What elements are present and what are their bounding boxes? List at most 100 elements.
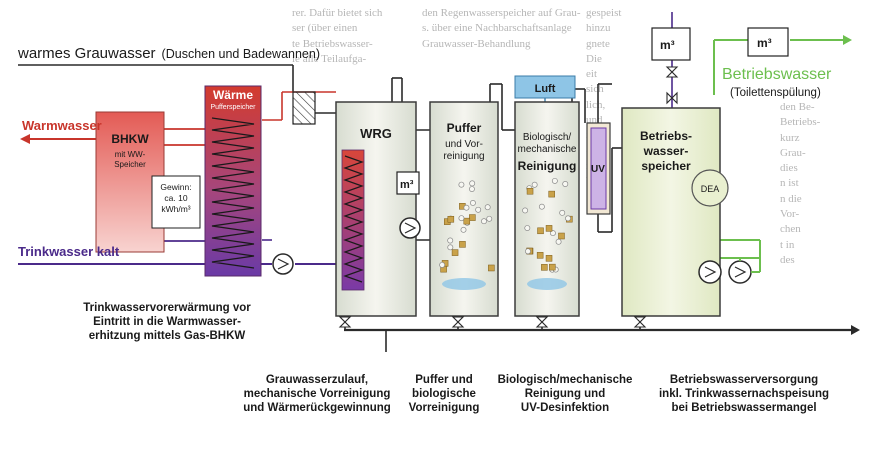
bubble <box>458 215 465 222</box>
bhkw-title: BHKW <box>111 132 149 146</box>
particle <box>545 255 553 262</box>
water-meter-icon <box>396 171 420 195</box>
arrow-icon <box>20 134 30 144</box>
heat-exchanger-coil-icon <box>211 117 255 269</box>
water-meter-icon <box>747 27 789 57</box>
betriebswasser-label: Betriebswasser <box>722 66 832 83</box>
text-line: Puffer und <box>415 374 473 386</box>
bubble <box>559 209 566 216</box>
bubble <box>551 177 558 184</box>
waerme-sub: Pufferspeicher <box>210 104 256 111</box>
pump-icon <box>272 253 294 275</box>
particle <box>558 232 565 240</box>
text-line: UV-Desinfektion <box>521 402 609 414</box>
particles <box>439 180 495 273</box>
uv-title: UV <box>591 164 605 175</box>
particle <box>549 263 556 271</box>
pump-icon <box>399 217 421 239</box>
bubble <box>562 181 569 187</box>
bubble <box>481 218 487 225</box>
text-line: mechanische Vorreinigung <box>244 388 391 400</box>
text-line: Reinigung und <box>525 388 605 400</box>
dea-unit <box>691 169 729 207</box>
text-line: Eintritt in die Warmwasser- <box>93 316 241 328</box>
bubble <box>525 248 531 255</box>
bubble <box>447 244 454 251</box>
particle <box>451 249 459 256</box>
arrow-icon <box>843 35 852 45</box>
valve-icon <box>451 316 465 328</box>
text-line: und Wärmerückgewinnung <box>243 402 391 414</box>
warmwasser-label: Warmwasser <box>22 118 102 133</box>
bubble <box>447 237 454 244</box>
m3-label-2: m³ <box>757 36 772 50</box>
text-line: und Vor- <box>445 139 483 150</box>
title-text: warmes Grauwasser(Duschen und Badewannen… <box>17 45 320 62</box>
gewinn-box <box>151 175 201 229</box>
bubble <box>565 215 571 222</box>
particle <box>463 217 471 225</box>
valve-icon <box>666 91 678 105</box>
heat-exchanger-coil-icon <box>343 155 364 283</box>
bubble <box>555 238 562 245</box>
puffer-sub: und Vor-reinigung <box>443 139 484 162</box>
text-line: bei Betriebswassermangel <box>671 402 816 414</box>
text-line: inkl. Trinkwassernachspeisung <box>659 388 829 400</box>
particles <box>522 177 573 273</box>
wrg-title: WRG <box>360 126 392 141</box>
valve-icon <box>535 316 549 328</box>
text-line: mit WW- <box>115 150 146 159</box>
bubble <box>463 204 470 211</box>
particle <box>526 187 534 195</box>
speicher-title: Betriebs-wasser-speicher <box>640 129 692 173</box>
caption-1: Grauwasserzulauf,mechanische Vorreinigun… <box>243 374 391 414</box>
luft-title: Luft <box>535 83 556 95</box>
dea-title: DEA <box>701 184 720 194</box>
pump-icon <box>698 260 722 284</box>
pump-icon <box>728 260 752 284</box>
text-line: speicher <box>641 159 691 173</box>
particle <box>459 241 466 248</box>
m3-label-3: m³ <box>400 179 414 191</box>
background-text-far-right: den Be- Betriebs- kurz Grau- dies n ist … <box>780 101 821 266</box>
particle <box>541 264 548 271</box>
text-line: Biologisch/mechanische <box>498 374 633 386</box>
valve-icon <box>665 66 679 78</box>
particle <box>469 214 476 221</box>
bubble <box>484 204 491 211</box>
text-line: Speicher <box>114 160 146 169</box>
particle <box>548 190 555 198</box>
bubble <box>460 226 467 233</box>
bubble <box>468 186 475 193</box>
valve-icon <box>633 316 647 328</box>
bubble <box>524 225 531 232</box>
bhkw-sub: mit WW-Speicher <box>114 150 146 169</box>
text-line: ca. 10 <box>164 193 187 203</box>
text-line: Betriebswasserversorgung <box>670 374 818 386</box>
valve-icon <box>338 316 352 328</box>
background-text-left: rer. Dafür bietet sich ser (über einen t… <box>292 7 383 65</box>
bubble <box>475 206 482 213</box>
bio-main: Reinigung <box>518 159 577 173</box>
trinkwasser-label: Trinkwasser kalt <box>18 244 120 259</box>
bubble <box>469 180 476 187</box>
caption-4: Betriebswasserversorgung inkl. Trinkwasse… <box>659 374 829 414</box>
text-line: biologische <box>412 388 476 400</box>
particle <box>537 227 544 235</box>
bio-title: Biologisch/mechanische <box>518 132 577 155</box>
text-line: Biologisch/ <box>523 132 572 143</box>
bubble <box>439 261 446 268</box>
waerme-title: Wärme <box>213 88 253 102</box>
text-line: reinigung <box>443 151 484 162</box>
toilette-label: (Toilettenspülung) <box>730 87 821 99</box>
background-text-mid: den Regenwasserspeicher auf Grau- s. übe… <box>422 7 581 50</box>
text-line: kWh/m³ <box>161 204 190 214</box>
bubble <box>486 215 493 222</box>
text-line: Trinkwasservorerwärmung vor <box>83 302 251 314</box>
